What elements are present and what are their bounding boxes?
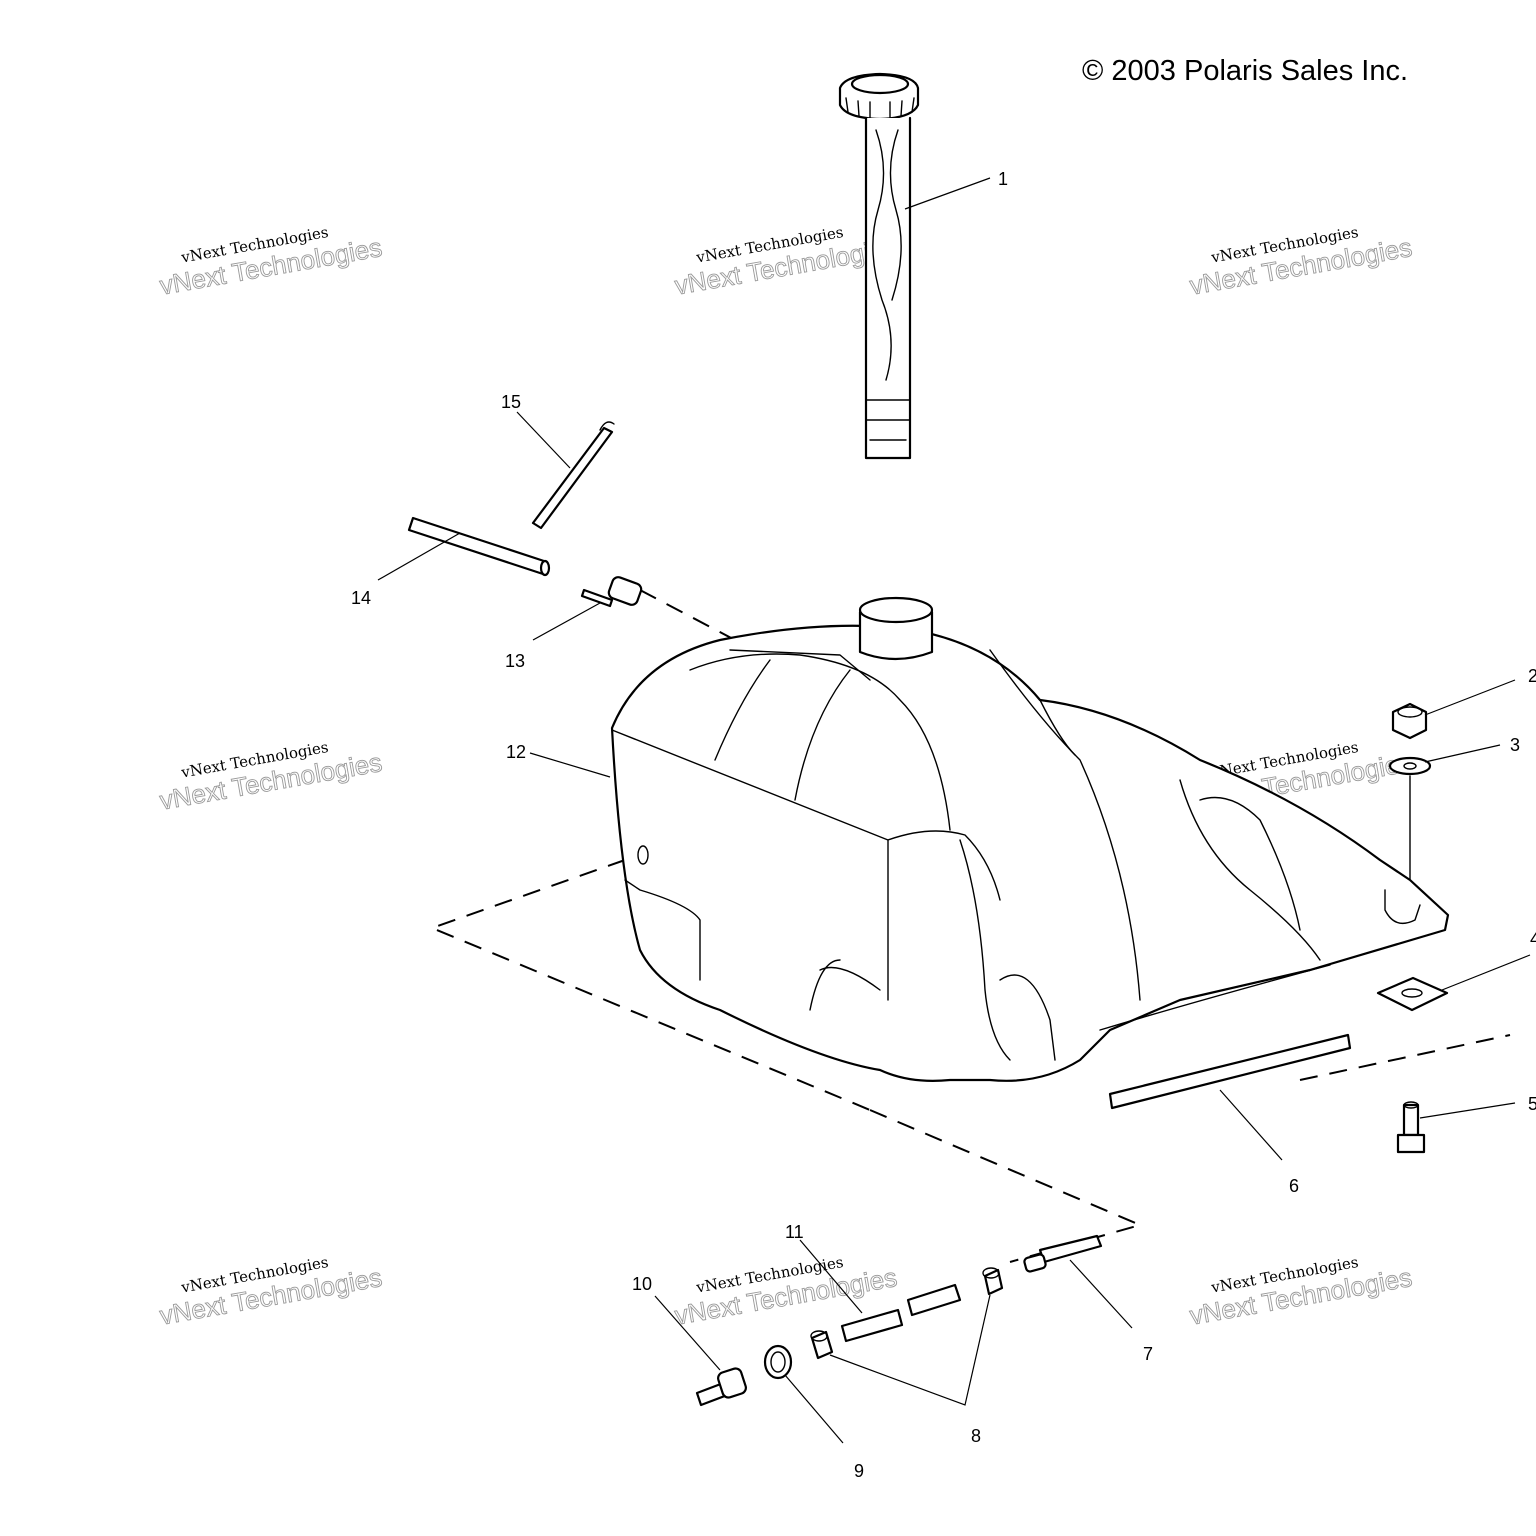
- callout-13: 13: [505, 651, 525, 671]
- foam-strip-part: [1108, 1033, 1352, 1110]
- bolt-part: [1396, 1101, 1426, 1154]
- watermark: vNext Technologies vNext Technologies: [672, 223, 900, 301]
- hose-pieces-part: [840, 1283, 962, 1343]
- grommet-part: [763, 1344, 793, 1380]
- filler-neck-part: [838, 72, 920, 460]
- hose-part: [407, 516, 551, 577]
- callout-7: 7: [1143, 1344, 1153, 1364]
- watermark: vNext Technologies vNext Technologies: [157, 738, 385, 816]
- callout-10: 10: [632, 1274, 652, 1294]
- nut-part: [1391, 702, 1428, 740]
- valve-part: [580, 576, 643, 608]
- callout-1: 1: [998, 169, 1008, 189]
- watermark: vNext Technologies vNext Technologies: [1187, 223, 1415, 301]
- watermark: vNext Technologies vNext Technologies: [672, 1253, 900, 1331]
- callout-4: 4: [1530, 929, 1536, 949]
- callout-12: 12: [506, 742, 526, 762]
- washer-part: [1388, 756, 1432, 881]
- watermark: vNext Technologies vNext Technologies: [1187, 1253, 1415, 1331]
- callout-6: 6: [1289, 1176, 1299, 1196]
- copyright-text: © 2003 Polaris Sales Inc.: [1082, 55, 1408, 87]
- callout-2: 2: [1528, 666, 1536, 686]
- callout-14: 14: [351, 588, 371, 608]
- watermark: vNext Technologies vNext Technologies: [157, 1253, 385, 1331]
- callout-15: 15: [501, 392, 521, 412]
- vent-line-part: [531, 421, 615, 530]
- petcock-part: [695, 1367, 747, 1407]
- callout-11: 11: [785, 1222, 804, 1242]
- grommet-pad-part: [1376, 976, 1449, 1012]
- fuel-tank-part: [610, 596, 1450, 1082]
- callout-9: 9: [854, 1461, 864, 1481]
- callout-8: 8: [971, 1426, 981, 1446]
- callout-labels: 1 2 3 4 5 6 7 8 9 10 11 12 13 14 15: [351, 169, 1536, 1481]
- assembly-lines: [429, 589, 1511, 1263]
- watermark: vNext Technologies vNext Technologies: [157, 223, 385, 301]
- fitting-part: [1023, 1234, 1103, 1273]
- callout-3: 3: [1510, 735, 1520, 755]
- leader-lines: [377, 177, 1531, 1444]
- callout-5: 5: [1528, 1094, 1536, 1114]
- sleeve-part: [810, 1267, 1004, 1360]
